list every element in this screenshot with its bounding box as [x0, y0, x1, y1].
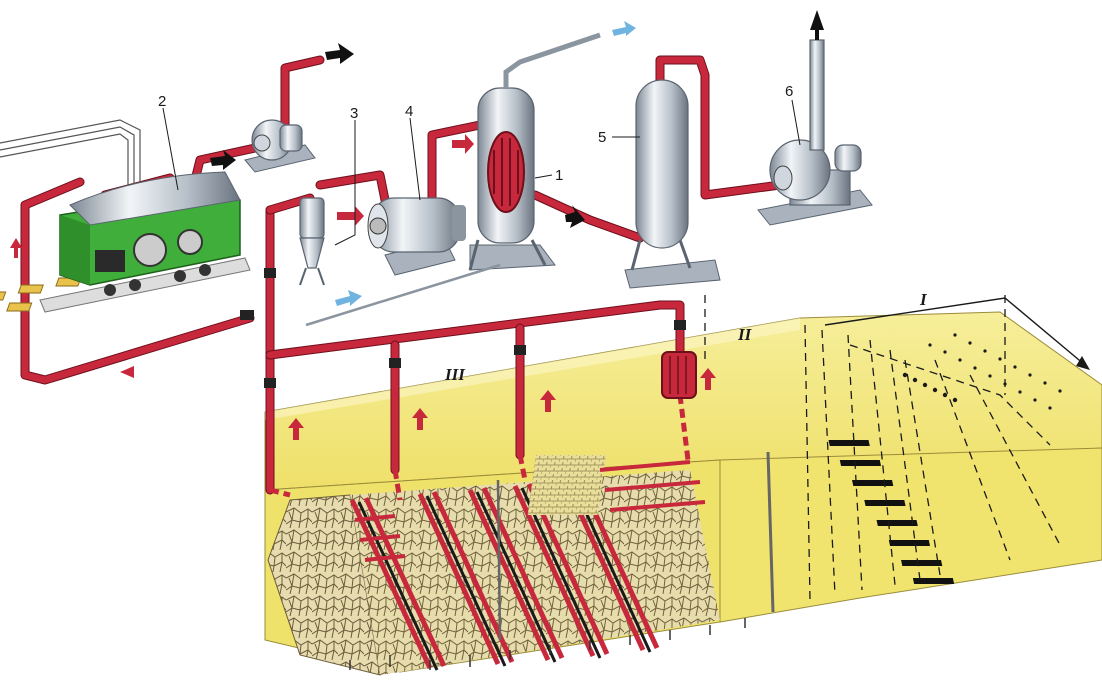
- flow-arrows-exhaust: [210, 10, 824, 228]
- leader-lines: [162, 99, 801, 246]
- drill-stubs: [349, 618, 746, 670]
- surface-piping: [20, 55, 785, 501]
- label-6: 6: [785, 83, 793, 100]
- trench-ladder: [828, 440, 955, 584]
- label-1: 1: [555, 167, 563, 184]
- zone-label-one: I: [919, 290, 928, 309]
- rubble-front-slope: [267, 494, 381, 676]
- rubble-gob-area: [350, 470, 720, 675]
- storage-tank-icon: [624, 79, 721, 289]
- seam-right-face: [719, 447, 1102, 623]
- label-4: 4: [405, 103, 413, 120]
- flow-arrows-red: [10, 134, 716, 440]
- label-5: 5: [598, 129, 606, 146]
- power-cables: [0, 119, 141, 192]
- flow-arrows-air: [335, 21, 636, 306]
- label-3: 3: [350, 105, 358, 122]
- valves: [240, 268, 686, 388]
- blower-fan-icon: [244, 119, 316, 173]
- gas-heater-icon: [367, 197, 466, 276]
- locomotive-compressor-icon: [0, 171, 251, 313]
- cyclone-separator-icon: [299, 197, 325, 286]
- zone-label-three: III: [444, 365, 466, 384]
- brick-zone: [527, 455, 607, 515]
- channel-heater: [661, 351, 697, 399]
- label-2: 2: [158, 93, 166, 110]
- coal-seam-block: [264, 311, 1102, 676]
- gasification-channels: [349, 440, 955, 671]
- zone-label-two: II: [737, 325, 753, 344]
- scrubber-column-icon: [305, 32, 601, 327]
- zone-one-boreholes: [804, 295, 1090, 601]
- exhaust-fan-icon: [757, 39, 873, 226]
